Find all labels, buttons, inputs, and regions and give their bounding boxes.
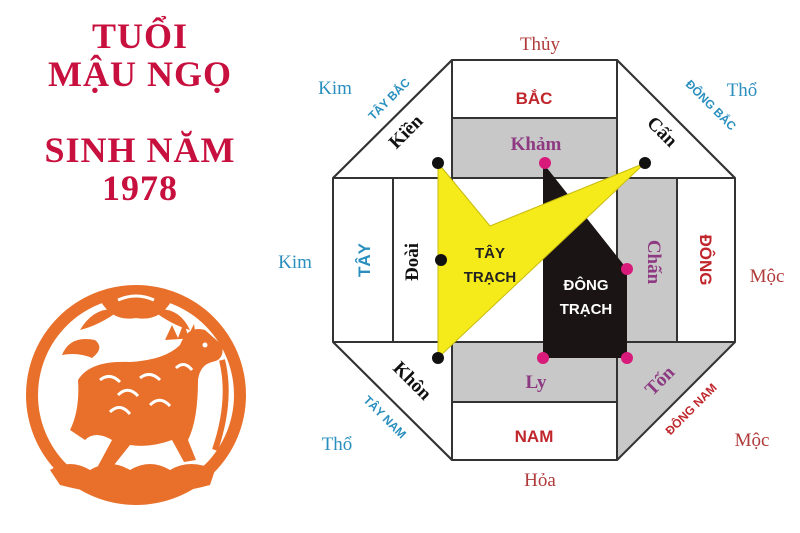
element-right: Mộc: [750, 266, 785, 287]
title-line-sinh-nam: SINH NĂM: [44, 130, 236, 170]
horse-papercut-icon: [26, 285, 246, 505]
direction-west: TÂY: [355, 242, 374, 277]
trigram-dots: [432, 157, 651, 364]
tay-trach-label-2: TRẠCH: [464, 269, 517, 286]
trigram-kham: Khảm: [511, 134, 562, 155]
dong-trach-label-1: ĐÔNG: [564, 276, 609, 294]
title-line-tuoi: TUỔI: [91, 16, 189, 56]
direction-north: BẮC: [516, 89, 553, 108]
element-bottom-right: Mộc: [735, 430, 770, 451]
element-top-left: Kim: [318, 78, 352, 99]
element-top: Thủy: [520, 34, 561, 55]
element-left: Kim: [278, 252, 312, 273]
title-line-mau-ngo: MẬU NGỌ: [48, 54, 232, 94]
trigram-chan: Chấn: [643, 240, 664, 285]
element-top-right: Thổ: [727, 80, 758, 101]
element-bottom: Hỏa: [524, 470, 556, 491]
kham-cell: [452, 118, 617, 178]
trigram-ly: Ly: [525, 372, 547, 393]
trigram-doai: Đoài: [402, 243, 423, 281]
tay-trach-label-1: TÂY: [475, 244, 505, 262]
dong-trach-label-2: TRẠCH: [560, 301, 613, 318]
direction-south: NAM: [515, 427, 554, 446]
direction-east: ĐÔNG: [696, 235, 715, 286]
title-line-year: 1978: [102, 168, 178, 208]
element-bottom-left: Thổ: [322, 434, 353, 455]
